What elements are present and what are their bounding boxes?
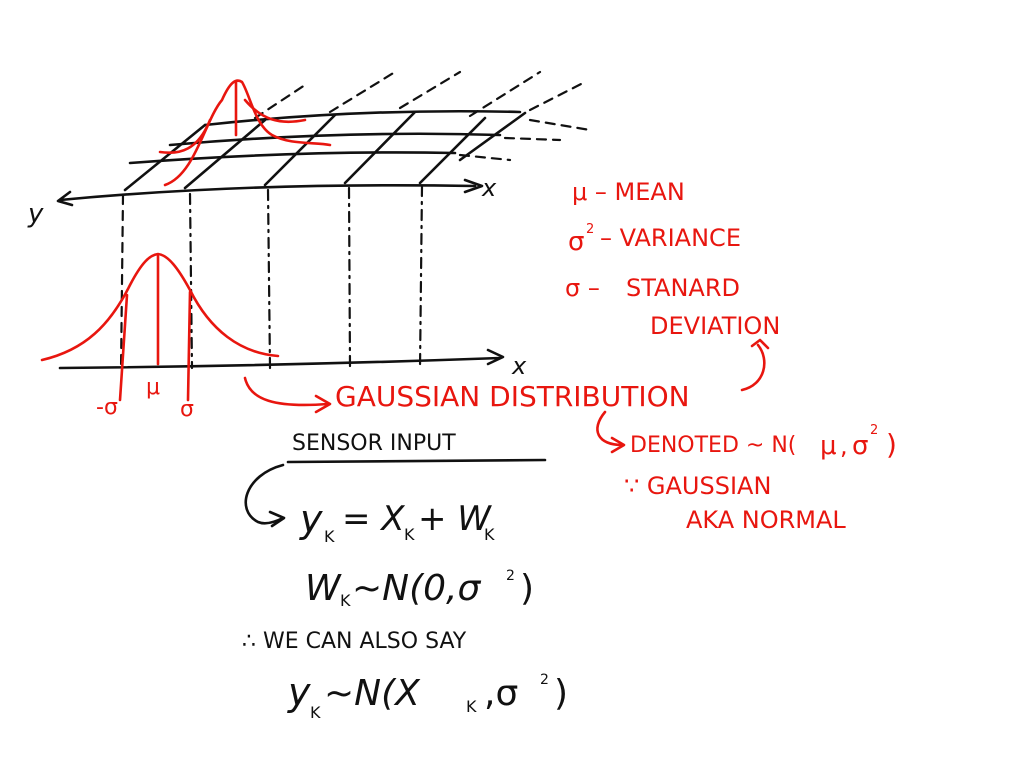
- denoted-prefix: DENOTED ~ N(: [630, 433, 796, 458]
- eq1-w: + W: [418, 499, 492, 539]
- denoted-sigma: σ: [852, 431, 868, 461]
- legend-std-symbol: σ –: [565, 274, 600, 302]
- bottom-x-axis: [58, 348, 505, 370]
- top-y-label: y: [27, 199, 44, 229]
- bell-curve: [40, 252, 280, 402]
- eq2-close: ): [520, 568, 534, 609]
- sensor-block: SENSOR INPUT y K = X K + W K W K ~N(0,σ …: [242, 431, 568, 722]
- denoted-comma: ,: [840, 432, 848, 460]
- eq3-sub-k: K: [310, 703, 321, 722]
- legend-variance-exponent: 2: [586, 222, 594, 237]
- tick-mu: μ: [146, 375, 160, 400]
- eq2-w: W: [305, 568, 342, 609]
- eq1-y: y: [299, 497, 323, 541]
- eq1-x: = X: [342, 499, 405, 539]
- eq3-close: ): [554, 673, 568, 714]
- eq3-y: y: [287, 670, 311, 714]
- top-x-label: x: [481, 174, 497, 202]
- eq3-sub-k2: K: [466, 697, 477, 716]
- denoted-exponent: 2: [870, 423, 878, 438]
- legend: μ – MEAN σ 2 – VARIANCE σ – STANARD DEVI…: [565, 178, 780, 392]
- grid-surface: [56, 70, 592, 207]
- legend-mean: μ – MEAN: [572, 178, 685, 206]
- eq3-sigma: ,σ: [484, 673, 518, 714]
- sensor-underline: [286, 458, 547, 464]
- because-gaussian: ∵ GAUSSIAN: [624, 472, 771, 500]
- denoted-mu: μ: [820, 431, 837, 461]
- eq1-sub-k2: K: [404, 525, 415, 544]
- legend-variance: – VARIANCE: [600, 224, 741, 252]
- eq3-exponent: 2: [540, 672, 549, 688]
- legend-std-line-2: DEVIATION: [650, 312, 780, 340]
- legend-variance-symbol: σ: [568, 227, 584, 257]
- sensor-heading: SENSOR INPUT: [292, 431, 456, 456]
- eq3-mid: ~N(X: [324, 673, 421, 714]
- legend-std-line-1: STANARD: [626, 274, 740, 302]
- tick-sigma: σ: [180, 397, 194, 422]
- projection-lines: [119, 184, 424, 372]
- eq1-sub-k: K: [324, 527, 335, 546]
- eq2-exponent: 2: [506, 568, 515, 584]
- eq2-rest: ~N(0,σ: [352, 568, 481, 609]
- denoted-close: ): [886, 428, 897, 461]
- gaussian-title: GAUSSIAN DISTRIBUTION: [335, 380, 690, 413]
- aka-normal: AKA NORMAL: [686, 506, 846, 534]
- eq1-sub-k3: K: [484, 525, 495, 544]
- bottom-x-label: x: [511, 352, 527, 380]
- gaussian-block: GAUSSIAN DISTRIBUTION DENOTED ~ N( μ , σ…: [335, 380, 897, 534]
- arrow-to-gaussian: [243, 376, 332, 414]
- eq2-sub-k: K: [340, 591, 351, 610]
- surface-gaussian: [158, 79, 332, 187]
- therefore-line: ∴ WE CAN ALSO SAY: [242, 629, 467, 654]
- tick-neg-sigma: -σ: [96, 395, 118, 420]
